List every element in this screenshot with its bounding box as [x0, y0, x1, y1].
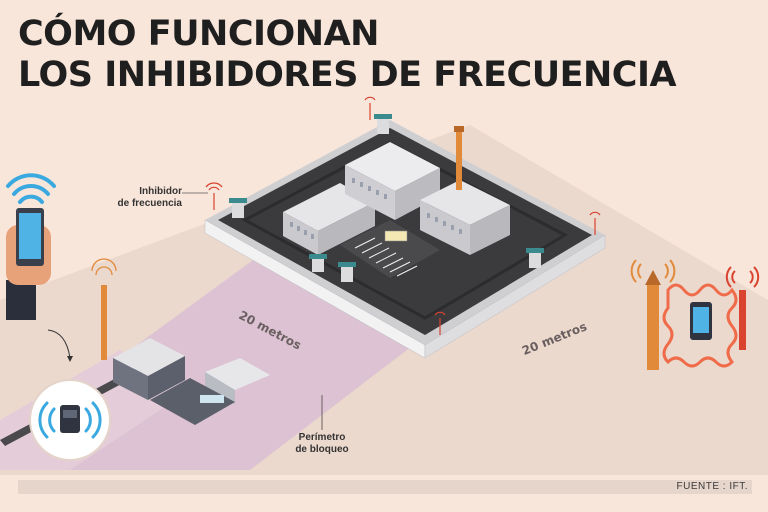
building-center-side: [395, 168, 440, 220]
building-left-side: [318, 202, 375, 255]
source-bar: [18, 480, 752, 494]
prison-complex: [204, 96, 606, 359]
town-building-side: [148, 356, 185, 400]
building-center-front: [345, 165, 395, 220]
wifi-signal-icon: [6, 173, 56, 204]
perimeter-label: Perímetro de bloqueo: [285, 432, 359, 456]
town-building-top: [113, 338, 185, 376]
inhibitor-label: Inhibidor de frecuencia: [104, 186, 182, 210]
blocked-phone-icon: [29, 379, 111, 461]
building-right-side: [470, 205, 510, 255]
cell-tower-icon: [739, 290, 746, 350]
town-building-front: [113, 358, 148, 400]
source-credit: FUENTE : IFT.: [676, 481, 748, 492]
prison-wall-front-right: [424, 234, 606, 359]
building-right-front: [420, 200, 470, 255]
cell-tower-icon: [454, 126, 464, 190]
title-line-1: CÓMO FUNCIONAN: [18, 14, 379, 54]
warehouse-top: [205, 358, 270, 390]
inhibitor-antenna-icon: [205, 96, 601, 335]
prison-inner-lane: [241, 141, 569, 320]
inhibitor-pointer-line: [182, 192, 208, 194]
perimeter-label-line-1: Perímetro: [298, 432, 346, 443]
inhibitor-label-line-2: de frecuencia: [117, 198, 182, 209]
building-center-top: [345, 142, 440, 191]
hand-phone-icon: [6, 208, 51, 320]
building-right-top: [420, 180, 510, 225]
watchtower-icon: [229, 114, 544, 282]
title-line-2: LOS INHIBIDORES DE FRECUENCIA: [18, 55, 677, 95]
cell-tower-icon: [647, 285, 659, 370]
blocking-wave: [662, 283, 738, 368]
inhibitor-label-line-1: Inhibidor: [139, 186, 182, 197]
arrow: [47, 329, 71, 359]
blocked-signal-group: [630, 259, 760, 370]
bus: [384, 230, 408, 242]
cell-tower-icon: [101, 285, 107, 360]
town-building-2: [150, 378, 235, 425]
warehouse-front: [205, 372, 235, 404]
perimeter-label-line-2: de bloqueo: [295, 444, 349, 455]
parking-lot: [340, 220, 440, 278]
page-title: CÓMO FUNCIONAN LOS INHIBIDORES DE FRECUE…: [18, 14, 677, 96]
